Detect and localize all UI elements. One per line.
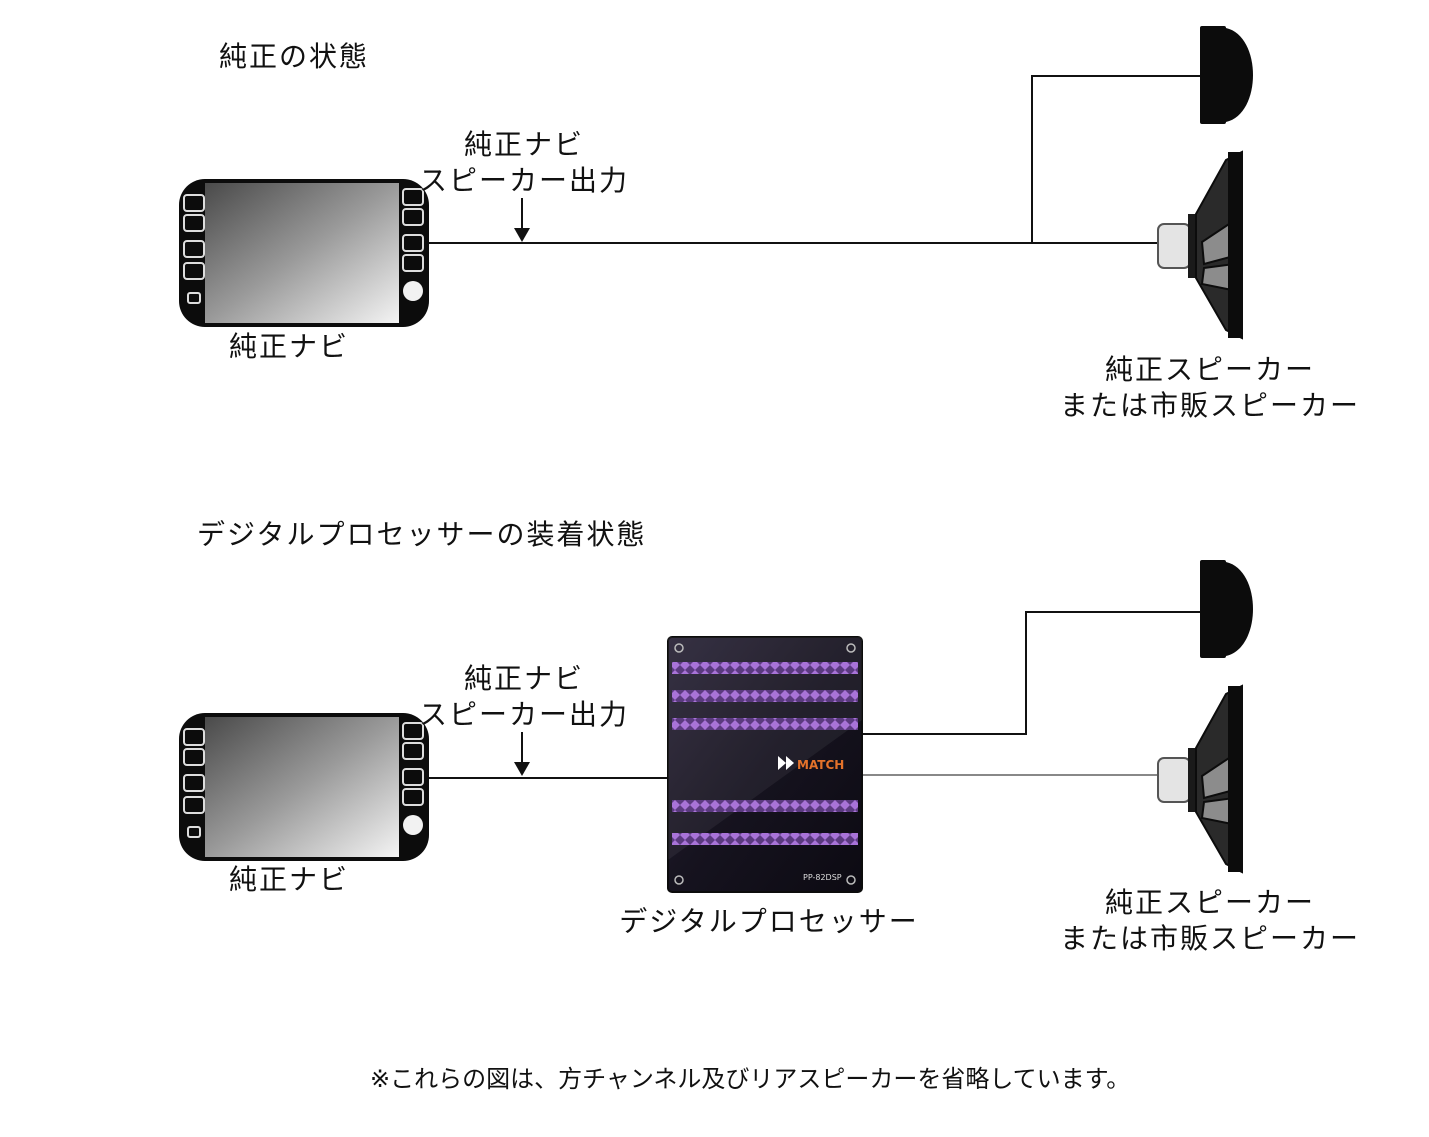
dsp-navi-icon <box>178 712 430 862</box>
oem-output-label-line1: 純正ナビ <box>463 128 584 161</box>
oem-speaker-label-line1: 純正スピーカー <box>1104 353 1315 386</box>
digital-processor-icon: MATCH PP-82DSP <box>667 636 863 893</box>
processor-model: PP-82DSP <box>803 873 842 882</box>
dsp-tweeter-icon <box>1200 560 1253 658</box>
dsp-woofer-speaker-icon <box>1157 685 1243 873</box>
dsp-speaker-label-line1: 純正スピーカー <box>1104 886 1315 919</box>
oem-output-label-line2: スピーカー出力 <box>418 164 629 197</box>
oem-speaker-label-line2: または市販スピーカー <box>1059 389 1360 422</box>
oem-navi-icon <box>178 178 430 328</box>
oem-down-arrow-icon <box>513 197 531 243</box>
oem-section-title: 純正の状態 <box>219 40 370 73</box>
match-logo-icon: MATCH <box>778 756 844 772</box>
oem-navi-label: 純正ナビ <box>228 330 349 363</box>
dsp-output-label-line2: スピーカー出力 <box>418 698 629 731</box>
dsp-navi-label: 純正ナビ <box>228 863 349 896</box>
oem-tweeter-icon <box>1200 26 1253 124</box>
dsp-tweeter-line <box>862 611 1200 735</box>
dsp-section-title: デジタルプロセッサーの装着状態 <box>197 518 647 551</box>
oem-woofer-speaker-icon <box>1157 151 1243 339</box>
dsp-down-arrow-icon <box>513 731 531 777</box>
oem-tweeter-line <box>1031 75 1200 243</box>
processor-label: デジタルプロセッサー <box>619 905 919 938</box>
processor-brand: MATCH <box>797 758 844 772</box>
dsp-output-label-line1: 純正ナビ <box>463 662 584 695</box>
footnote: ※これらの図は、方チャンネル及びリアスピーカーを省略しています。 <box>370 1065 1131 1093</box>
dsp-speaker-label-line2: または市販スピーカー <box>1059 922 1360 955</box>
